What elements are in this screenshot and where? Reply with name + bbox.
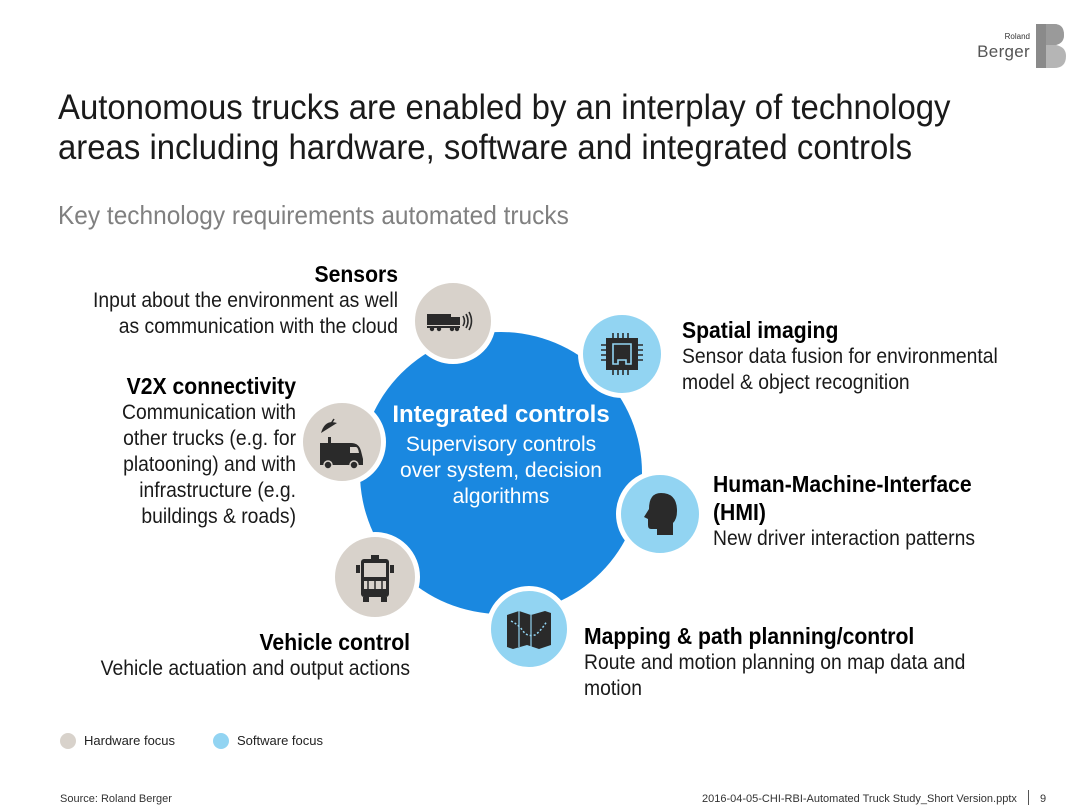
mapping-title: Mapping & path planning/control (584, 623, 915, 649)
logo-small-text: Roland (1004, 32, 1030, 41)
map-icon (486, 586, 572, 672)
sensors-block: Sensors Input about the environment as w… (40, 260, 398, 340)
sensors-title: Sensors (314, 261, 398, 287)
vehicle-control-desc: Vehicle actuation and output actions (100, 657, 410, 680)
legend-hardware-dot (60, 733, 76, 749)
truck-front-icon (330, 532, 420, 622)
footer-divider (1028, 790, 1029, 805)
footer-source: Source: Roland Berger (60, 793, 172, 805)
center-title: Integrated controls (392, 401, 610, 428)
page-title: Autonomous trucks are enabled by an inte… (58, 88, 951, 167)
center-desc: Supervisory controls over system, decisi… (400, 433, 602, 508)
roland-berger-logo: Roland Berger (970, 22, 1070, 72)
sensors-desc: Input about the environment as well as c… (92, 289, 399, 338)
mapping-desc: Route and motion planning on map data an… (584, 651, 966, 700)
satellite-van-icon (298, 398, 386, 486)
footer-filename: 2016-04-05-CHI-RBI-Automated Truck Study… (702, 793, 1017, 805)
page-subtitle: Key technology requirements automated tr… (58, 200, 569, 230)
legend-software-dot (213, 733, 229, 749)
truck-signal-icon (410, 278, 496, 364)
footer-page-number: 9 (1040, 793, 1047, 805)
hmi-title: Human-Machine-Interface (HMI) (713, 471, 972, 525)
logo-b-icon (1036, 24, 1066, 68)
legend-hardware-label: Hardware focus (84, 733, 176, 748)
mapping-block: Mapping & path planning/control Route an… (584, 622, 1024, 702)
hmi-desc: New driver interaction patterns (713, 527, 976, 550)
hmi-block: Human-Machine-Interface (HMI) New driver… (713, 470, 1053, 552)
v2x-title: V2X connectivity (126, 373, 296, 399)
spatial-imaging-title: Spatial imaging (682, 317, 839, 343)
v2x-block: V2X connectivity Communication with othe… (60, 372, 296, 530)
logo-big-text: Berger (977, 42, 1030, 61)
spatial-imaging-desc: Sensor data fusion for environmental mod… (682, 345, 998, 394)
v2x-desc: Communication with other trucks (e.g. fo… (122, 401, 296, 528)
vehicle-control-block: Vehicle control Vehicle actuation and ou… (40, 628, 410, 682)
chip-icon (578, 310, 666, 398)
legend-software-label: Software focus (237, 733, 323, 748)
vehicle-control-title: Vehicle control (259, 629, 410, 655)
spatial-imaging-block: Spatial imaging Sensor data fusion for e… (682, 316, 1052, 396)
integrated-controls-text: Integrated controls Supervisory controls… (392, 400, 610, 510)
head-icon (616, 470, 704, 558)
